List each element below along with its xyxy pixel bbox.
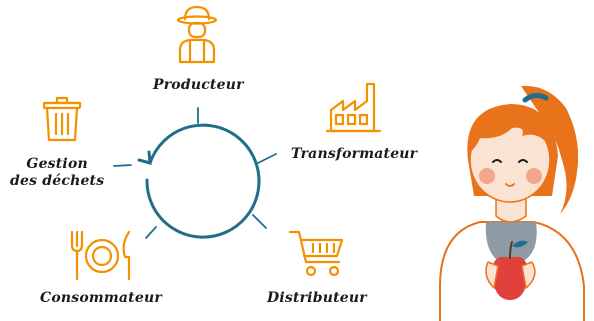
factory-icon xyxy=(325,82,382,133)
label-transformateur: Transformateur xyxy=(291,146,418,162)
trash-bin-icon xyxy=(42,96,82,142)
girl-holding-apple-illustration xyxy=(439,85,585,321)
label-consommateur: Consommateur xyxy=(40,290,162,306)
plate-fork-knife-icon xyxy=(70,230,131,281)
label-gestion-line2: des déchets xyxy=(10,173,105,189)
label-gestion-line1: Gestion xyxy=(26,156,88,172)
cycle-spokes xyxy=(113,107,277,239)
spoke-distributeur xyxy=(252,214,267,229)
label-producteur: Producteur xyxy=(153,77,244,93)
spoke-gestion xyxy=(113,164,132,167)
label-distributeur: Distributeur xyxy=(267,290,367,306)
label-gestion-des-dechets: Gestion des déchets xyxy=(10,156,104,190)
spoke-consommateur xyxy=(145,226,157,239)
cycle-arrow xyxy=(137,123,261,239)
spoke-transformateur xyxy=(257,153,277,164)
shopping-cart-icon xyxy=(288,230,344,277)
farmer-icon xyxy=(176,5,218,64)
